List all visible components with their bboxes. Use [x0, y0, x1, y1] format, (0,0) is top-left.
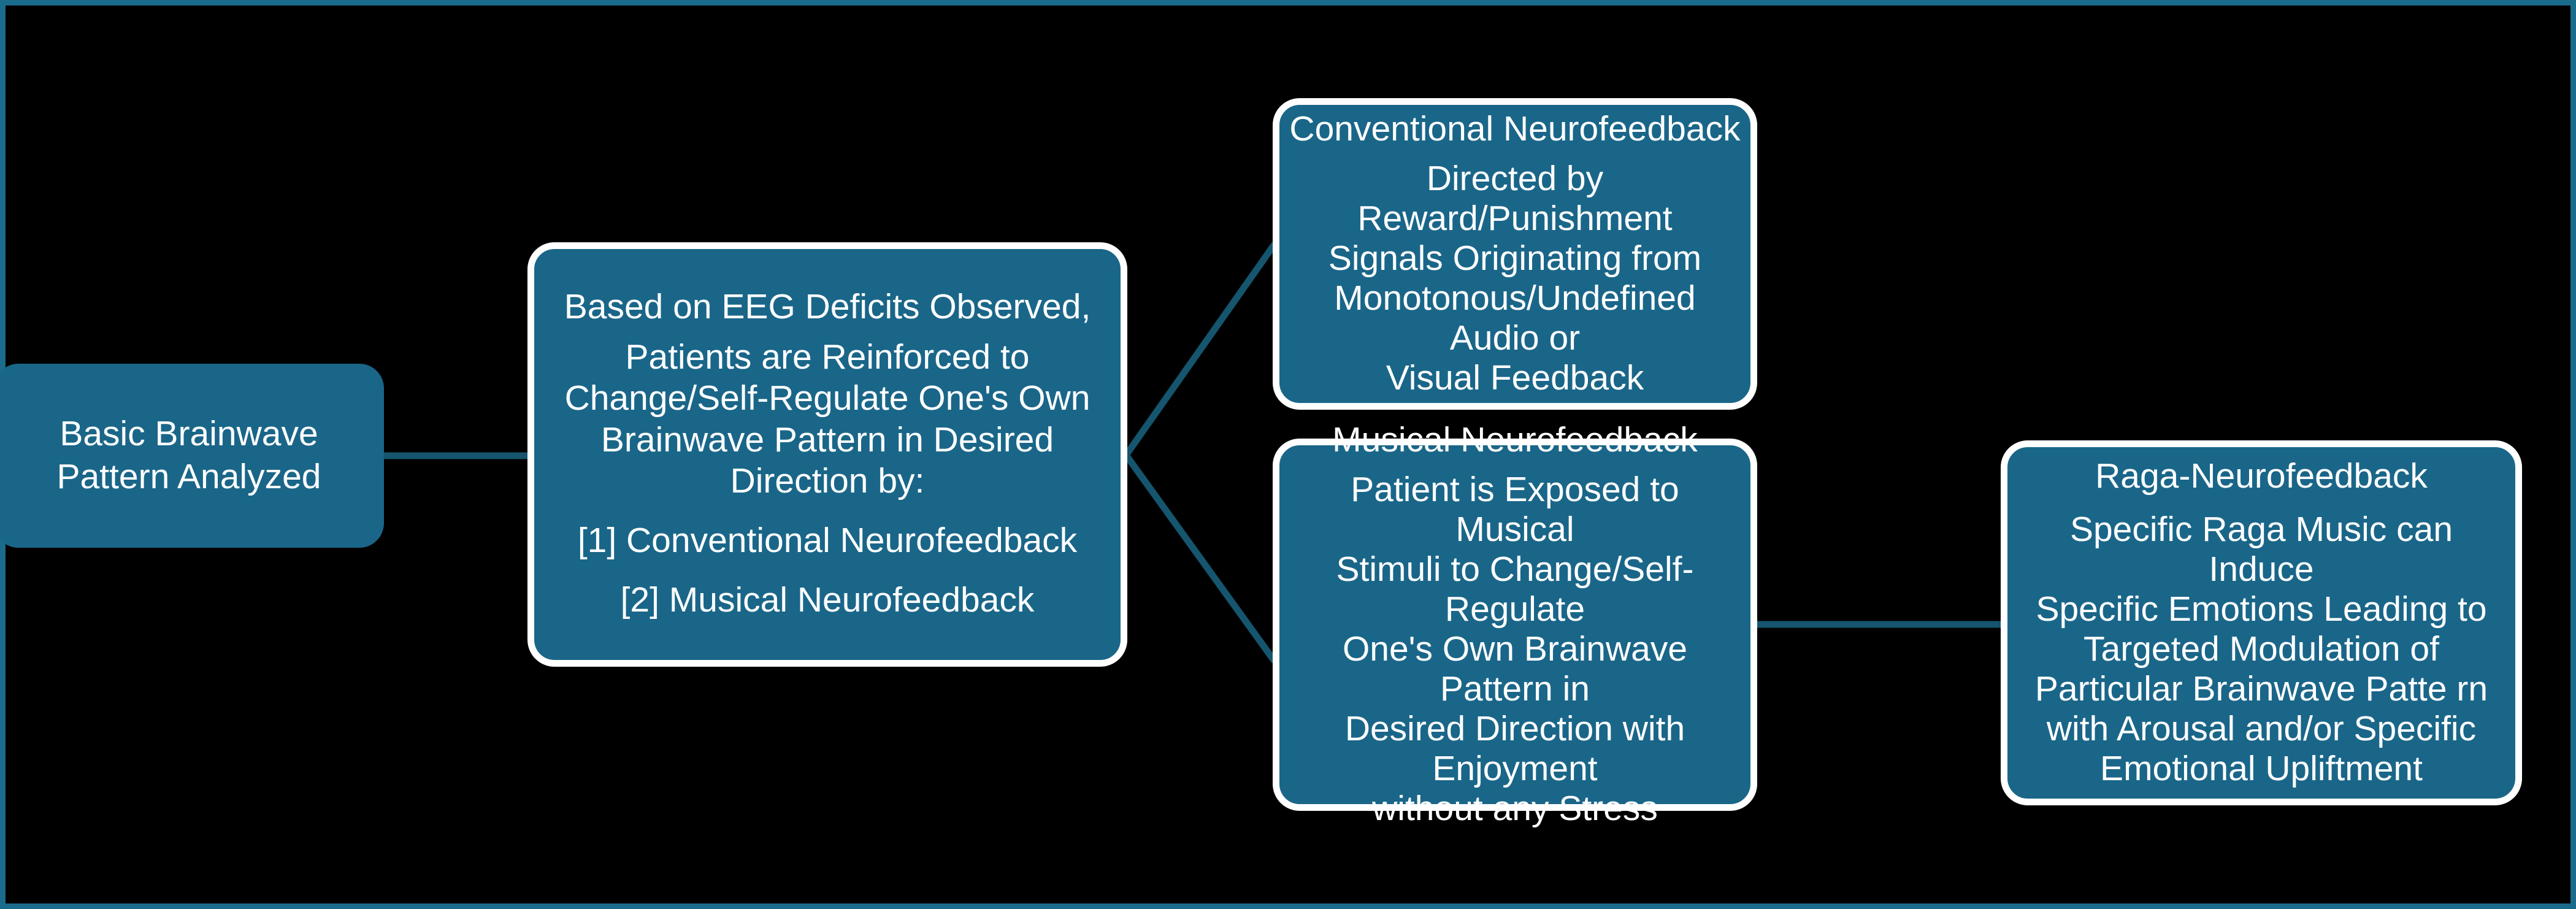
node-musical-line-2: Stimuli to Change/Self-Regulate [1336, 550, 1694, 629]
node-basic-body: Basic Brainwave Pattern Analyzed [57, 413, 321, 498]
edge-eeg-to-conventional [1123, 242, 1278, 458]
node-musical-line-5: without any Stress [1372, 788, 1658, 828]
node-musical-title: Musical Neurofeedback [1332, 420, 1698, 460]
node-eeg-spacer [565, 502, 1091, 520]
node-raga-line-2: Specific Emotions Leading to [2036, 589, 2487, 629]
node-conventional-line-4: Visual Feedback [1386, 358, 1644, 397]
node-conventional-neurofeedback[interactable]: Conventional Neurofeedback Directed by R… [1273, 98, 1757, 410]
node-conventional-line-2: Signals Originating from [1328, 238, 1702, 278]
node-basic-line-1: Basic Brainwave [59, 414, 318, 454]
node-eeg-option-2: [2] Musical Neurofeedback [620, 580, 1035, 620]
node-eeg-body: Patients are Reinforced to Change/Self-R… [565, 337, 1091, 621]
node-raga-line-4: Particular Brainwave Patte rn [2034, 669, 2488, 708]
node-basic-line-2: Pattern Analyzed [56, 457, 321, 496]
node-raga-line-5: with Arousal and/or Specific [2046, 708, 2477, 748]
node-eeg-heading: Based on EEG Deficits Observed, [564, 287, 1091, 327]
node-raga-line-1: Specific Raga Music can Induce [2069, 510, 2453, 589]
node-conventional-line-1: Directed by Reward/Punishment [1357, 159, 1673, 238]
node-raga-body: Specific Raga Music can Induce Specific … [2023, 510, 2499, 789]
node-conventional-line-3: Monotonous/Undefined Audio or [1334, 278, 1696, 358]
node-raga-line-3: Targeted Modulation of [2083, 629, 2439, 669]
node-eeg-spacer-2 [565, 561, 1091, 580]
node-musical-body: Patient is Exposed to Musical Stimuli to… [1295, 470, 1735, 829]
node-raga-neurofeedback[interactable]: Raga-Neurofeedback Specific Raga Music c… [2001, 440, 2522, 805]
node-musical-line-4: Desired Direction with Enjoyment [1344, 708, 1685, 788]
node-conventional-body: Directed by Reward/Punishment Signals Or… [1295, 159, 1735, 398]
node-based-on-eeg-deficits-observed[interactable]: Based on EEG Deficits Observed, Patients… [527, 242, 1127, 667]
node-raga-title: Raga-Neurofeedback [2095, 456, 2428, 496]
node-musical-neurofeedback[interactable]: Musical Neurofeedback Patient is Exposed… [1273, 420, 1757, 828]
node-musical-line-3: One's Own Brainwave Pattern in [1342, 629, 1688, 708]
node-basic-brainwave-pattern-analyzed[interactable]: Basic Brainwave Pattern Analyzed [0, 364, 384, 548]
node-eeg-option-1: [1] Conventional Neurofeedback [577, 521, 1078, 561]
canvas-frame-right [2570, 0, 2576, 909]
node-eeg-line-2: Change/Self-Regulate One's Own [564, 378, 1091, 418]
edge-eeg-to-musical [1123, 453, 1278, 664]
node-musical-line-1: Patient is Exposed to Musical [1351, 470, 1679, 550]
node-conventional-title: Conventional Neurofeedback [1289, 109, 1741, 149]
canvas-frame-bottom [0, 903, 2576, 909]
node-raga-line-6: Emotional Upliftment [2100, 748, 2423, 788]
node-eeg-line-1: Patients are Reinforced to [625, 337, 1030, 377]
node-eeg-line-4: Direction by: [730, 461, 925, 501]
canvas-frame-top [0, 0, 2576, 6]
node-eeg-line-3: Brainwave Pattern in Desired [600, 420, 1054, 459]
